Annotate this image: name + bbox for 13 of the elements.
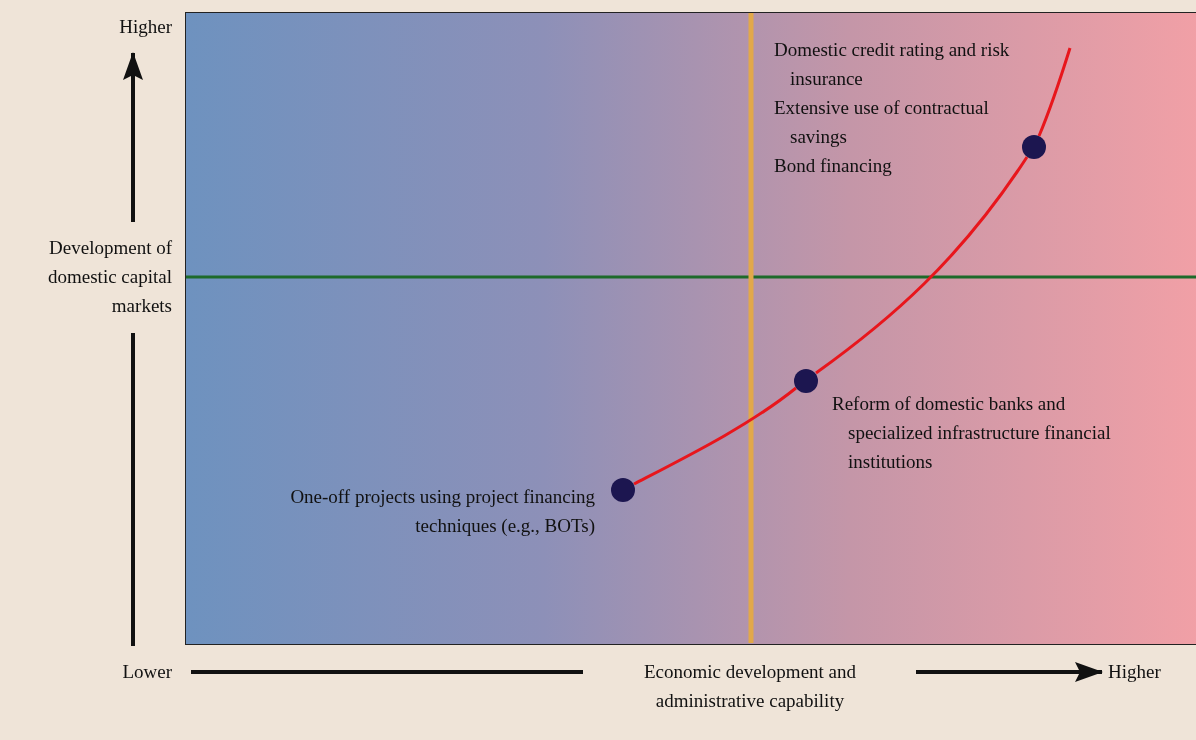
axis-title: Economic development and administrative capability (642, 660, 858, 713)
annotation-text: Domestic credit rating and risk insurance (774, 38, 1011, 91)
annotation-text: Reform of domestic banks and specialized infrastructure financial institutions (832, 392, 1112, 474)
axis-label: Higher (1108, 660, 1162, 684)
annotation-text: One-off projects using project financing techniques (e.g., BOTs) (289, 485, 595, 538)
trend-curve (1037, 47, 1072, 137)
axis-label: Higher (118, 15, 172, 39)
trend-curve (815, 156, 1029, 375)
axis-title: Development of domestic capital markets (47, 236, 172, 318)
annotation-text: Bond financing (774, 154, 893, 178)
annotation-text: Extensive use of contractual savings (774, 96, 990, 149)
trend-curve (633, 386, 797, 486)
axis-label: Lower (121, 660, 172, 684)
